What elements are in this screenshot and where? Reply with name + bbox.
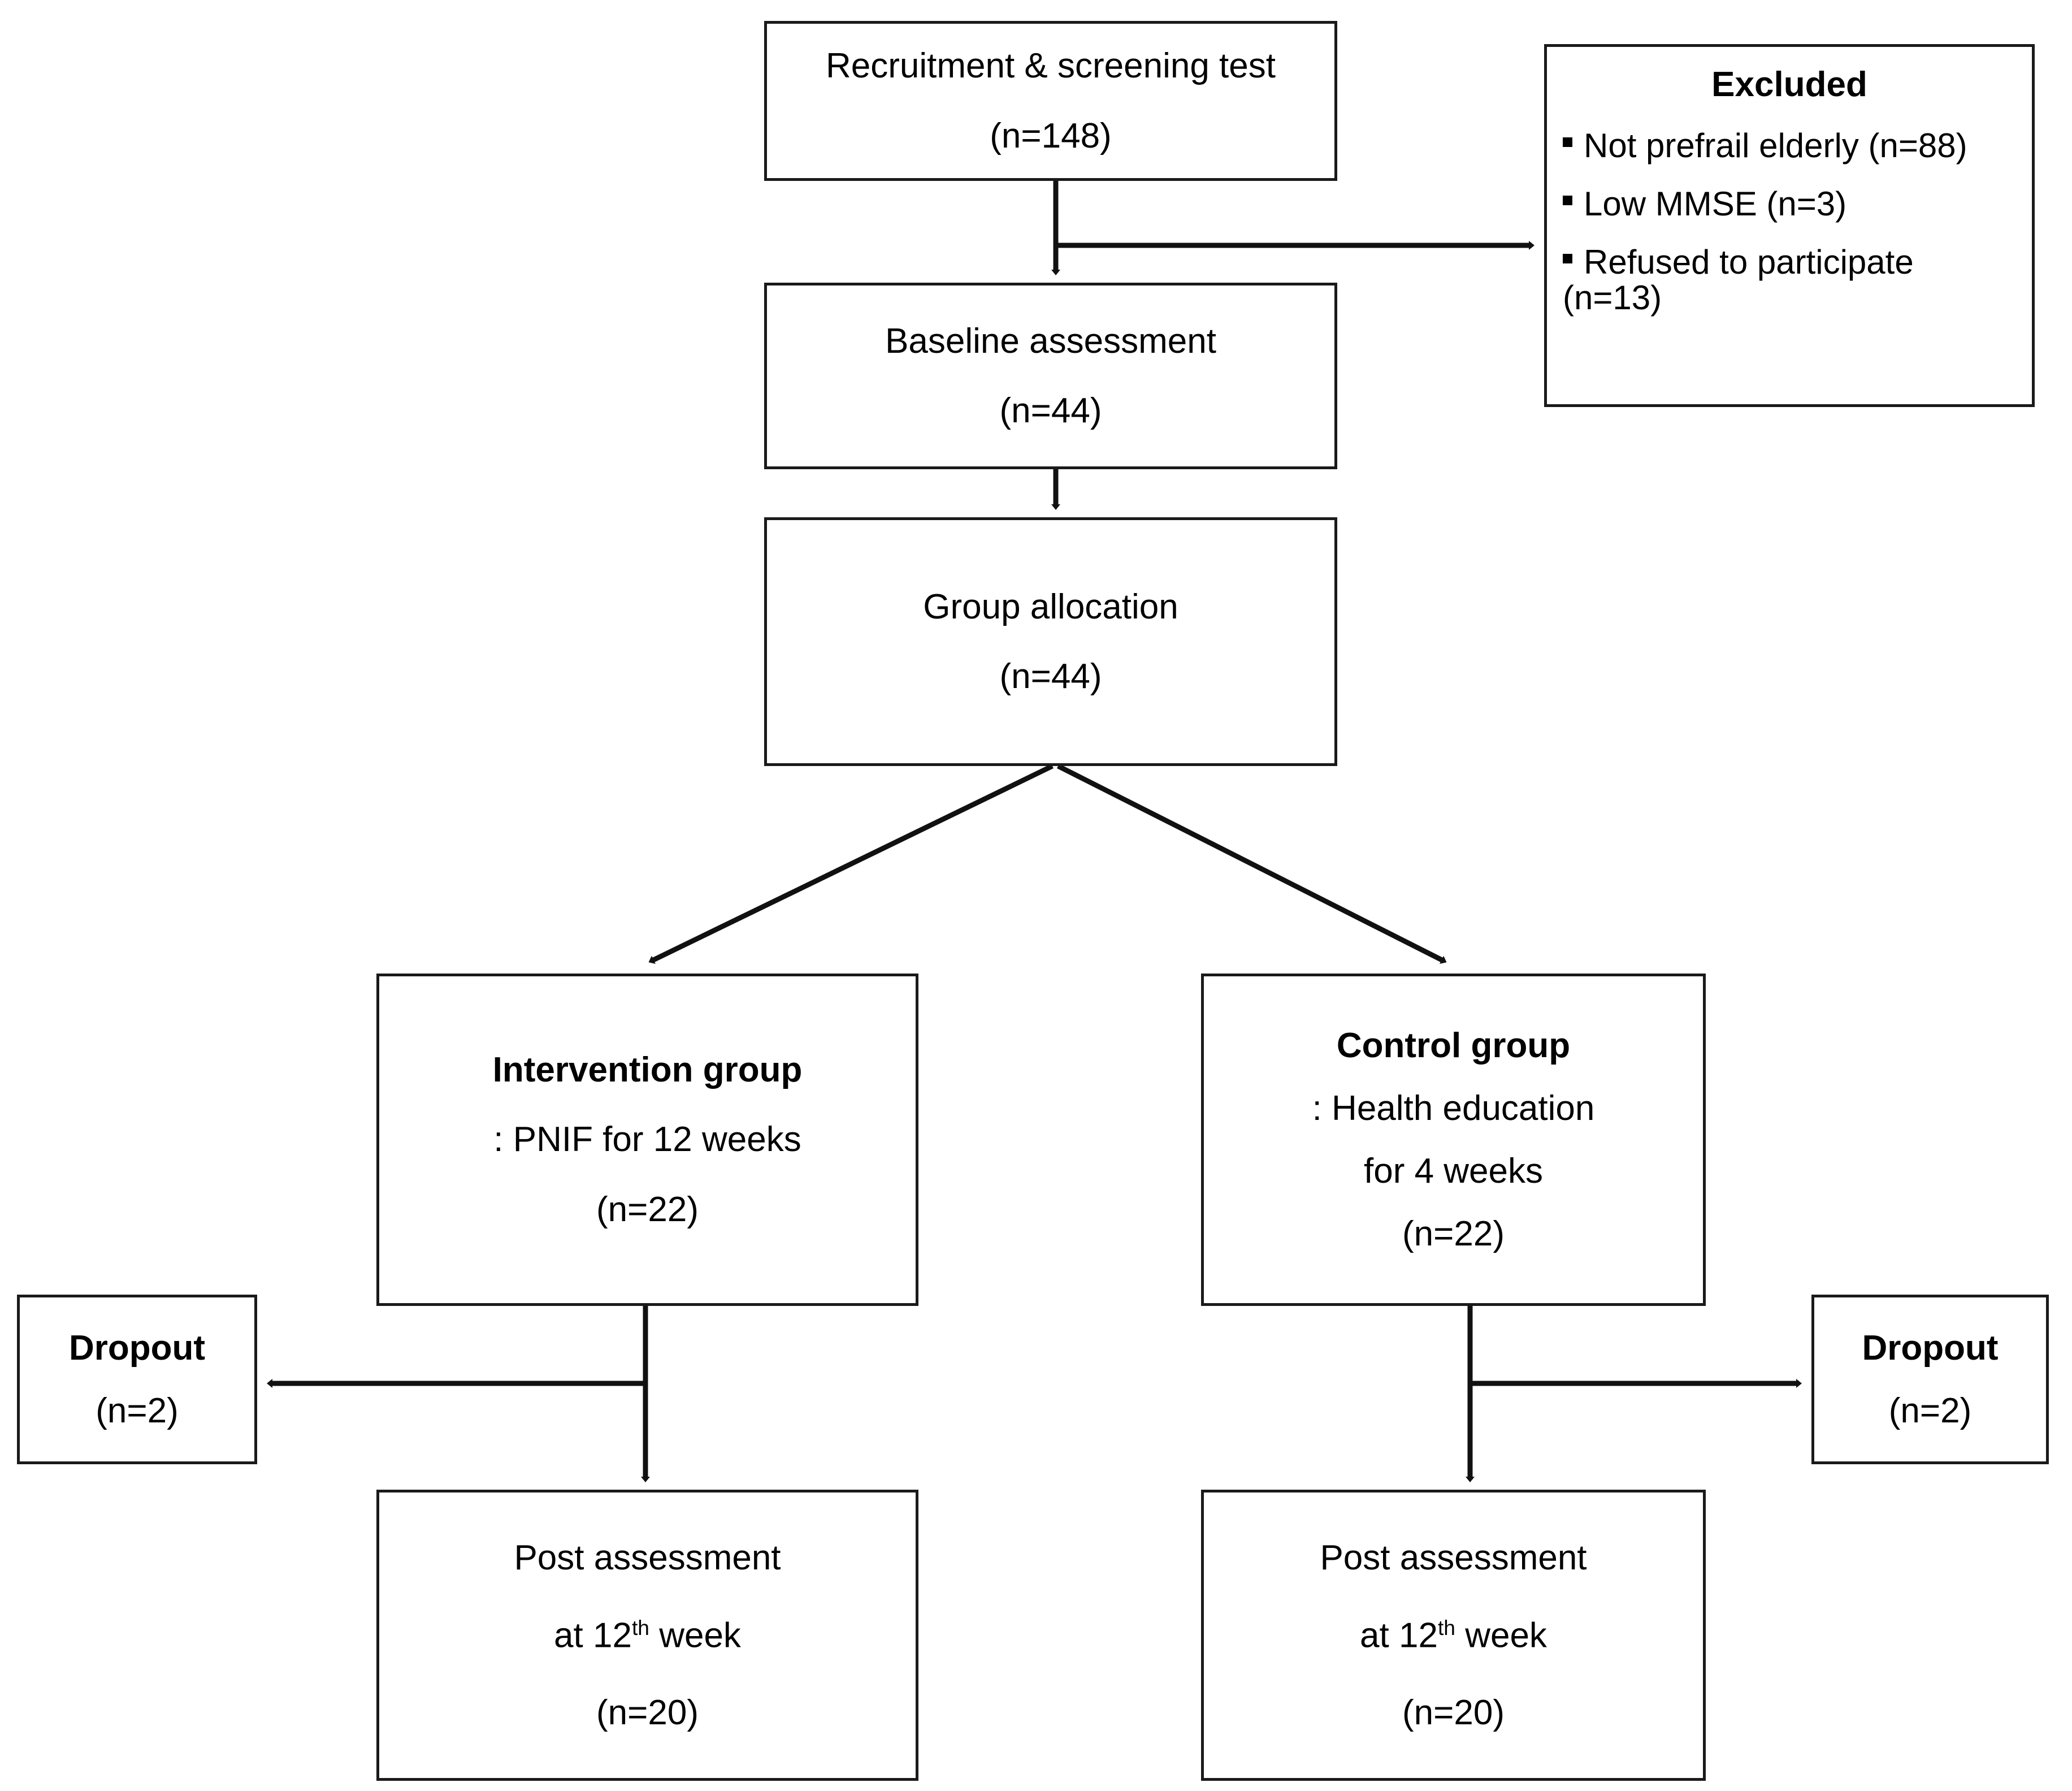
- node-recruitment-count: (n=148): [990, 116, 1112, 155]
- node-excluded[interactable]: Excluded Not prefrail elderly (n=88) Low…: [1544, 44, 2035, 407]
- bullet-square-icon: [1563, 196, 1572, 206]
- node-baseline-assessment[interactable]: Baseline assessment (n=44): [764, 283, 1337, 469]
- node-post-right-count: (n=20): [1402, 1693, 1505, 1733]
- node-post-assessment-control[interactable]: Post assessment at 12th week (n=20): [1201, 1490, 1706, 1781]
- node-control-group[interactable]: Control group : Health education for 4 w…: [1201, 974, 1706, 1306]
- node-post-right-line1: Post assessment: [1320, 1538, 1587, 1577]
- node-dropout-right-title: Dropout: [1862, 1328, 1999, 1368]
- node-dropout-control[interactable]: Dropout (n=2): [1811, 1295, 2049, 1464]
- node-dropout-left-title: Dropout: [68, 1328, 206, 1368]
- node-post-left-week-post: week: [649, 1616, 741, 1655]
- node-intervention-detail: : PNIF for 12 weeks: [493, 1120, 801, 1160]
- node-post-left-line1: Post assessment: [514, 1538, 781, 1577]
- node-allocation-line1: Group allocation: [923, 587, 1178, 626]
- node-post-right-ordinal-suffix: th: [1437, 1615, 1455, 1639]
- excluded-item-2: Low MMSE (n=3): [1559, 186, 1846, 222]
- node-allocation-count: (n=44): [999, 657, 1102, 696]
- node-post-left-count: (n=20): [596, 1693, 699, 1733]
- node-intervention-group[interactable]: Intervention group : PNIF for 12 weeks (…: [376, 974, 918, 1306]
- node-post-right-week-post: week: [1455, 1616, 1547, 1655]
- node-intervention-count: (n=22): [596, 1189, 699, 1229]
- node-post-right-week-pre: at 12: [1360, 1616, 1438, 1655]
- node-post-left-ordinal-suffix: th: [631, 1615, 649, 1639]
- node-control-title: Control group: [1336, 1026, 1571, 1065]
- node-control-detail-2: for 4 weeks: [1363, 1152, 1544, 1191]
- node-post-assessment-intervention[interactable]: Post assessment at 12th week (n=20): [376, 1490, 918, 1781]
- excluded-item-1-label: Not prefrail elderly (n=88): [1584, 127, 1967, 165]
- node-baseline-line1: Baseline assessment: [885, 321, 1216, 361]
- node-post-left-week-pre: at 12: [554, 1616, 632, 1655]
- excluded-item-1: Not prefrail elderly (n=88): [1559, 128, 1967, 163]
- node-dropout-intervention[interactable]: Dropout (n=2): [17, 1295, 257, 1464]
- edge-allocation-to-intervention: [648, 763, 1054, 964]
- node-dropout-left-count: (n=2): [96, 1391, 179, 1430]
- node-control-detail-1: : Health education: [1312, 1088, 1595, 1128]
- excluded-item-3-count: (n=13): [1563, 279, 1662, 317]
- node-recruitment-line1: Recruitment & screening test: [825, 46, 1276, 86]
- excluded-item-3: Refused to participate (n=13): [1559, 244, 1914, 315]
- node-control-count: (n=22): [1402, 1214, 1505, 1254]
- bullet-square-icon: [1563, 137, 1572, 148]
- node-group-allocation[interactable]: Group allocation (n=44): [764, 517, 1337, 766]
- node-dropout-right-count: (n=2): [1888, 1391, 1972, 1430]
- excluded-item-3-label: Refused to participate: [1584, 243, 1914, 282]
- node-baseline-count: (n=44): [999, 391, 1102, 430]
- node-intervention-title: Intervention group: [492, 1050, 803, 1090]
- edge-allocation-to-control: [1056, 763, 1447, 964]
- excluded-item-2-label: Low MMSE (n=3): [1584, 185, 1847, 223]
- bullet-square-icon: [1563, 254, 1572, 264]
- node-post-right-line2: at 12th week: [1360, 1615, 1547, 1655]
- node-recruitment[interactable]: Recruitment & screening test (n=148): [764, 21, 1337, 181]
- node-post-left-line2: at 12th week: [554, 1615, 741, 1655]
- node-excluded-title: Excluded: [1711, 65, 1867, 104]
